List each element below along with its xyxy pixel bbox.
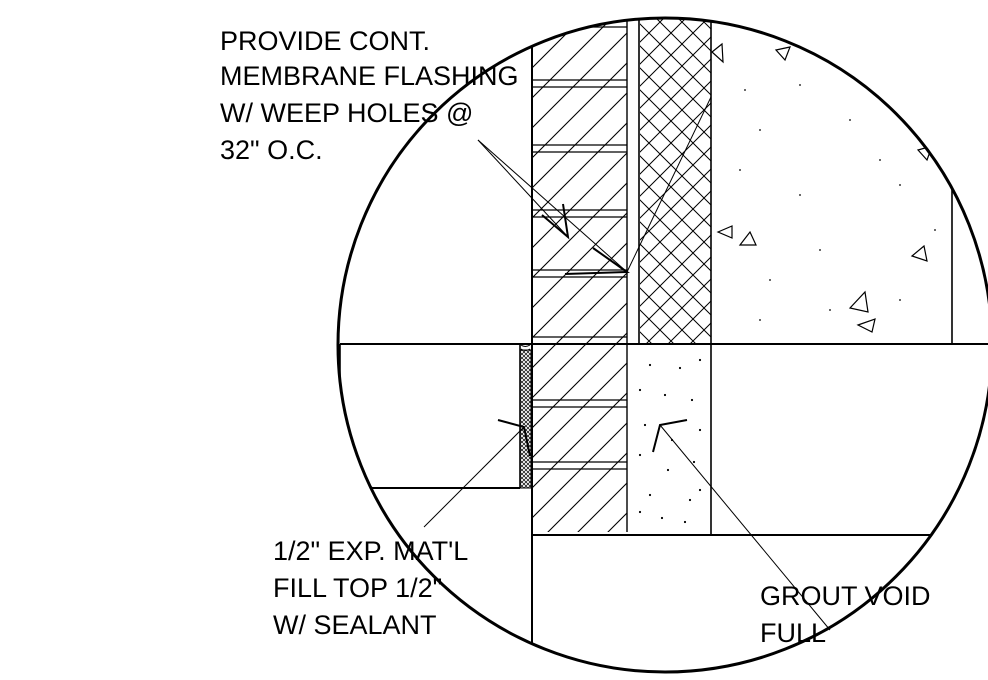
leader-lines: [423, 96, 831, 631]
note-expansion-line-3: W/ SEALANT: [273, 610, 437, 640]
note-grout-line-1: GROUT VOID: [760, 581, 931, 611]
detail-circle: [336, 16, 988, 674]
note-flashing-line-1: PROVIDE CONT.: [220, 26, 430, 56]
floor-slab: [339, 344, 521, 490]
rigid-insulation: [640, 18, 712, 344]
upper-brick-wythe: [531, 18, 628, 344]
lower-brick-wythe: [531, 345, 628, 672]
note-flashing-line-4: 32" O.C.: [220, 135, 323, 165]
grouted-void: [638, 344, 712, 535]
note-grout-line-2: FULL: [760, 618, 826, 648]
detail-contents: [339, 18, 988, 672]
concrete-backup-wall: [711, 42, 953, 344]
note-grout: GROUT VOID FULL: [760, 581, 931, 648]
note-expansion: 1/2" EXP. MAT'L FILL TOP 1/2" W/ SEALANT: [273, 536, 468, 640]
expansion-joint-material: [519, 344, 532, 489]
note-flashing-line-3: W/ WEEP HOLES @: [220, 98, 473, 128]
note-expansion-line-1: 1/2" EXP. MAT'L: [273, 536, 468, 566]
note-flashing-line-2: MEMBRANE FLASHING: [220, 61, 519, 91]
note-flashing: PROVIDE CONT. MEMBRANE FLASHING W/ WEEP …: [220, 26, 519, 165]
note-expansion-line-2: FILL TOP 1/2": [273, 573, 442, 603]
